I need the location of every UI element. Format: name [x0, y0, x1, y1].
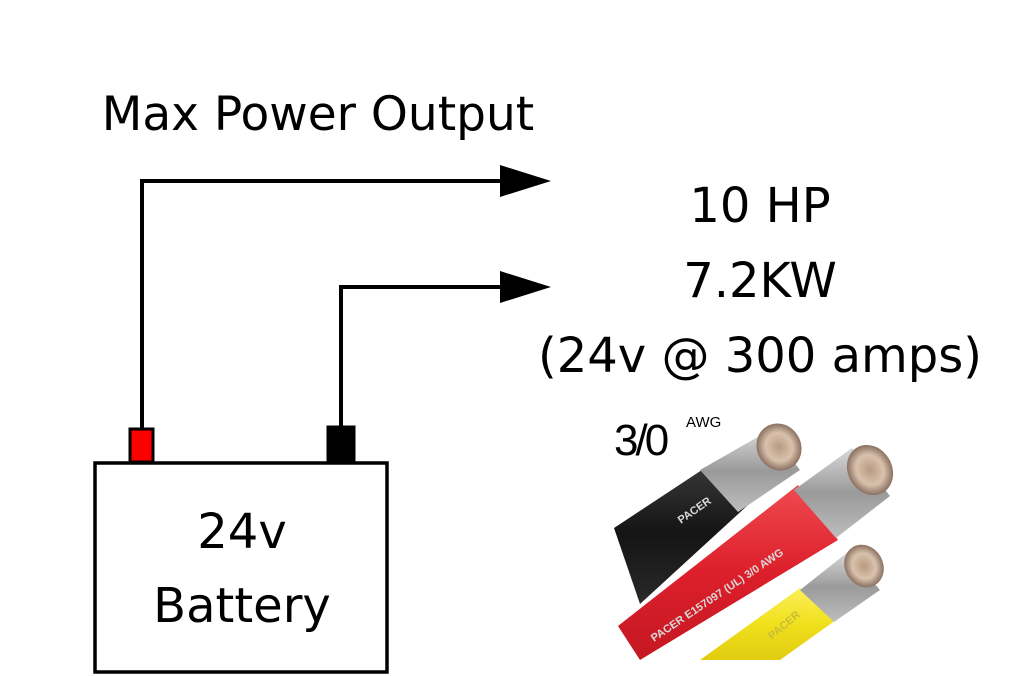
- output-voltage-current: (24v @ 300 amps): [538, 328, 982, 384]
- cable-gauge: 3/0: [614, 416, 668, 465]
- battery: 24v Battery: [93, 425, 389, 674]
- battery-voltage: 24v: [197, 504, 286, 560]
- positive-terminal: [128, 427, 155, 464]
- yellow-cable: PACER: [700, 544, 884, 660]
- negative-terminal: [326, 425, 356, 464]
- diagram-title: Max Power Output: [102, 87, 534, 142]
- negative-wire: [339, 285, 502, 426]
- output-kilowatts: 7.2KW: [683, 253, 837, 309]
- cable-gauge-unit: AWG: [686, 414, 721, 431]
- battery-body: [93, 461, 389, 674]
- battery-label: Battery: [153, 578, 331, 634]
- positive-wire: [140, 179, 502, 428]
- negative-wire-arrowhead: [500, 271, 551, 303]
- cable-image: 3/0 AWG PACER PACER E157097 (UL) 3/0 AWG…: [614, 414, 894, 660]
- positive-wire-arrowhead: [500, 165, 551, 197]
- output-horsepower: 10 HP: [689, 178, 830, 234]
- black-cable: PACER: [614, 423, 802, 604]
